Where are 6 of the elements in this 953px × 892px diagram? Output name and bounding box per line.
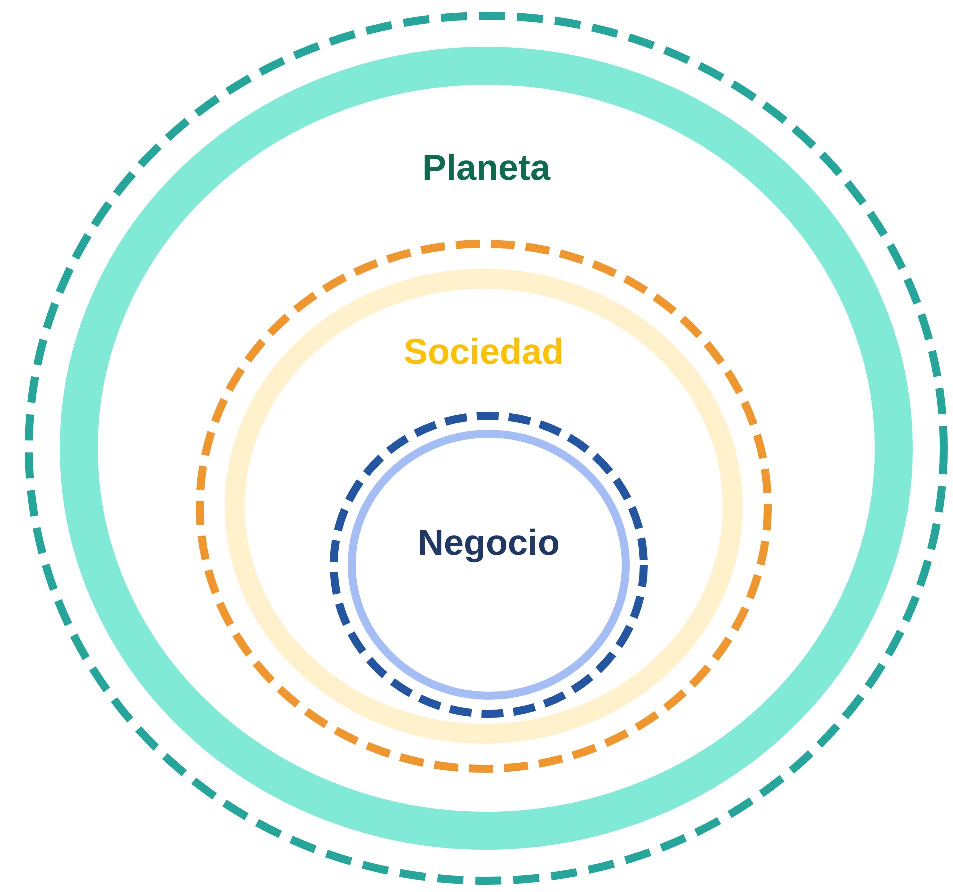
concentric-ring [196, 240, 772, 773]
ring-label: Planeta [422, 147, 551, 188]
concentric-ring [25, 12, 948, 885]
ring-label: Negocio [418, 522, 560, 563]
concentric-ring [330, 412, 648, 718]
ring-label: Sociedad [404, 331, 564, 372]
